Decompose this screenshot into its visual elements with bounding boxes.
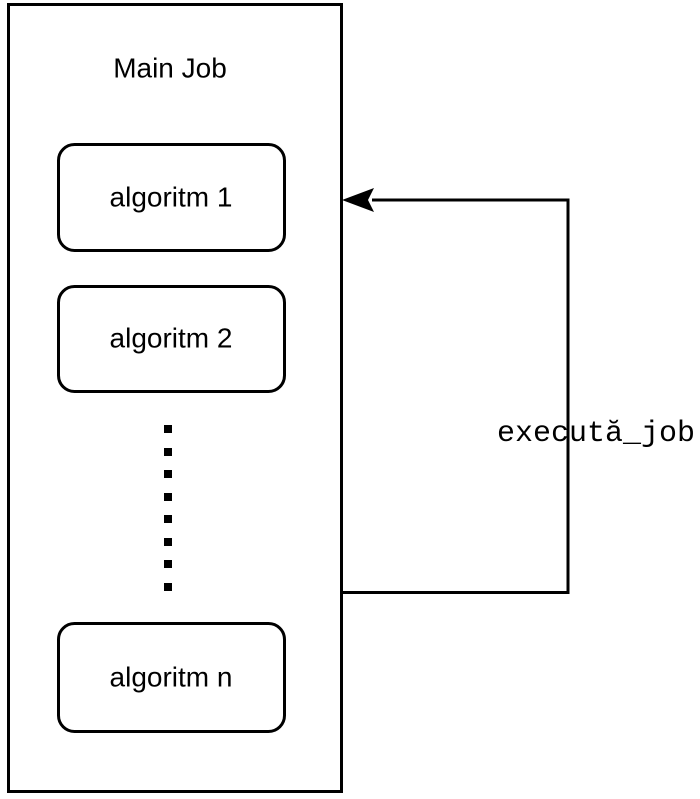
ellipsis-dot — [164, 448, 172, 456]
feedback-loop-arrowhead — [342, 188, 374, 212]
ellipsis-dot — [164, 493, 172, 501]
algorithm-box-2-label: algoritm 2 — [110, 322, 233, 353]
feedback-loop-label: execută_job — [497, 417, 695, 451]
ellipsis-dot — [164, 538, 172, 546]
algorithm-box-2[interactable] — [57, 285, 286, 393]
ellipsis-dot — [164, 425, 172, 433]
algorithm-box-n[interactable] — [57, 622, 286, 733]
ellipsis-dot — [164, 560, 172, 568]
ellipsis-dot — [164, 583, 172, 591]
algorithm-box-1-label: algoritm 1 — [110, 181, 233, 212]
vertical-ellipsis — [164, 425, 172, 591]
main-job-title: Main Job — [113, 52, 227, 83]
algorithm-box-n-label: algoritm n — [110, 661, 233, 692]
feedback-loop-path — [343, 198, 570, 594]
ellipsis-dot — [164, 470, 172, 478]
ellipsis-dot — [164, 515, 172, 523]
algorithm-box-1[interactable] — [57, 143, 286, 252]
